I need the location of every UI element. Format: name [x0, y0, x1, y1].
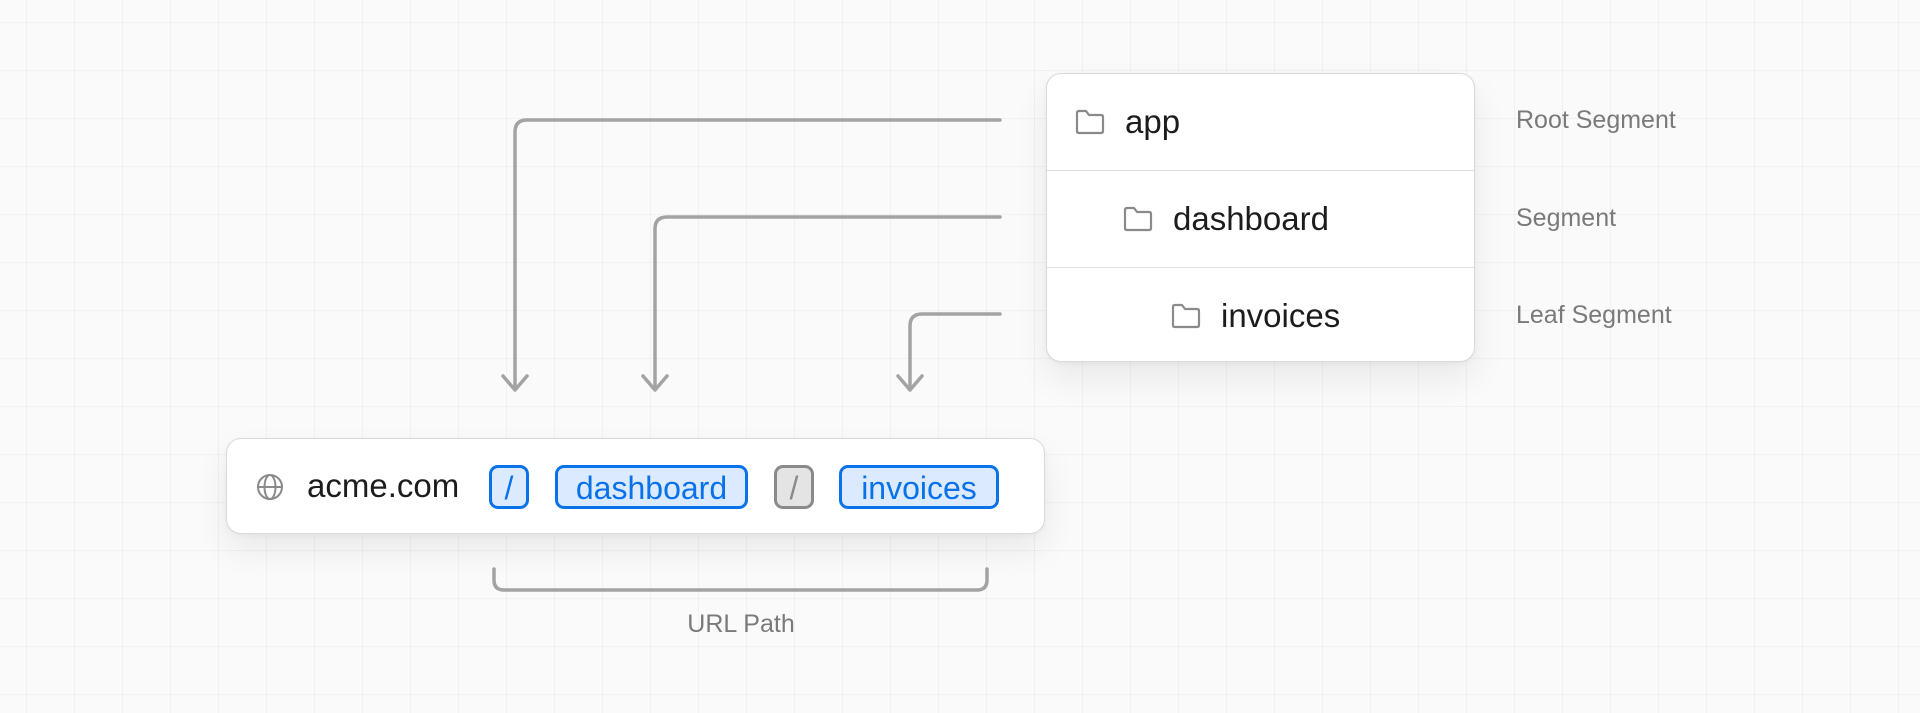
root-segment-label: Root Segment	[1516, 106, 1676, 134]
url-segment-dashboard[interactable]: dashboard	[555, 465, 748, 509]
globe-icon	[255, 472, 285, 502]
url-path-caption: URL Path	[687, 610, 795, 638]
leaf-segment-label: Leaf Segment	[1516, 301, 1672, 329]
segment-label: Segment	[1516, 204, 1617, 232]
url-path-bracket	[492, 567, 989, 592]
arrowhead-root	[501, 374, 529, 392]
arrowhead-leaf	[896, 374, 924, 392]
folder-icon	[1123, 206, 1153, 232]
connector-segment-to-dashboard	[653, 215, 1002, 390]
folder-tree-card: app dashboard invoices	[1046, 73, 1475, 362]
folder-label: dashboard	[1173, 199, 1329, 237]
folder-label: invoices	[1221, 296, 1341, 334]
folder-icon	[1171, 303, 1201, 329]
arrowhead-segment	[641, 374, 669, 392]
connector-root-to-slash	[513, 118, 1002, 390]
folder-label: app	[1125, 103, 1181, 140]
url-domain: acme.com	[307, 467, 460, 504]
folder-row-app[interactable]: app	[1047, 74, 1474, 170]
url-separator-slash: /	[774, 465, 814, 509]
folder-row-invoices[interactable]: invoices	[1047, 267, 1474, 361]
folder-row-dashboard[interactable]: dashboard	[1047, 170, 1474, 266]
url-root-slash[interactable]: /	[489, 465, 529, 509]
folder-icon	[1075, 109, 1105, 135]
url-segment-invoices[interactable]: invoices	[839, 465, 999, 509]
url-bar[interactable]: acme.com / dashboard / invoices	[226, 438, 1045, 534]
connector-leaf-to-invoices	[908, 312, 1002, 390]
